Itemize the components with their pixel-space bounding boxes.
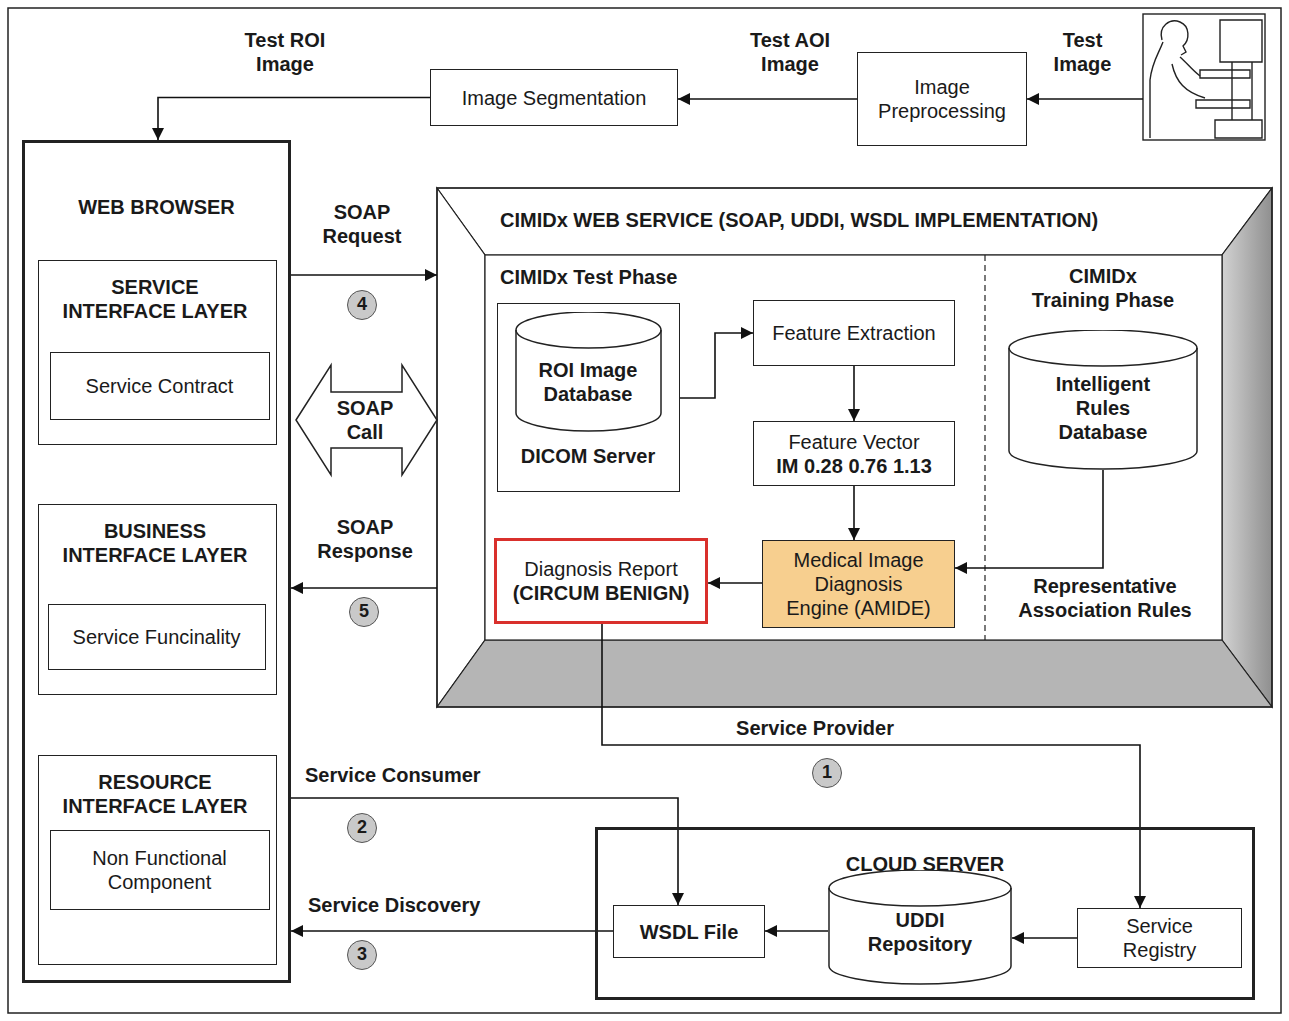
web-service-frame: CIMIDx WEB SERVICE (SOAP, UDDI, WSDL IMP…: [437, 188, 1272, 707]
node-text: IM 0.28 0.76 1.13: [776, 454, 932, 478]
layer-box: BUSINESS INTERFACE LAYER Service Funcinal…: [38, 504, 277, 695]
node-title: WSDL File: [640, 920, 739, 944]
component-box: Non Functional Component: [50, 830, 270, 910]
callout-number: 2: [347, 813, 377, 843]
process-box: Image Preprocessing: [857, 52, 1027, 146]
component-box: Service Contract: [50, 352, 270, 420]
connector-arrow: [291, 274, 437, 276]
node-title: SERVICE INTERFACE LAYER: [55, 275, 255, 323]
cylinder-rim: [829, 888, 1011, 906]
node-title: WEB BROWSER: [25, 195, 288, 219]
node-title: RESOURCE INTERFACE LAYER: [55, 770, 255, 818]
cylinder-rim: [1009, 348, 1197, 366]
input-arrow: [1027, 98, 1143, 100]
phase-label: CIMIDx Test Phase: [500, 265, 760, 289]
callout-number: 3: [347, 940, 377, 970]
cylinder-body: [516, 312, 661, 431]
cloud-container: CLOUD SERVERWSDL FileUDDI RepositoryServ…: [595, 827, 1255, 1000]
database-cylinder: Intelligent Rules Database: [1008, 330, 1198, 470]
node-title: Service Funcinality: [73, 625, 241, 649]
report-box: Diagnosis Report(CIRCUM BENIGN): [494, 538, 708, 624]
web-service-frame: [437, 188, 1272, 707]
node-title: Image Preprocessing: [866, 75, 1018, 123]
data-box: Feature VectorIM 0.28 0.76 1.13: [753, 421, 955, 486]
edge-label: Service Discovery: [308, 893, 568, 917]
process-box: Feature Extraction: [753, 300, 955, 366]
connector-arrow: [853, 486, 855, 540]
edge-label: Test ROI Image: [220, 28, 350, 76]
edge-label: Representative Association Rules: [995, 574, 1215, 622]
edge-label: Service Consumer: [305, 763, 565, 787]
layer-box: SERVICE INTERFACE LAYER Service Contract: [38, 260, 277, 445]
connector-arrow: [291, 798, 678, 905]
node-title: Service Contract: [86, 374, 234, 398]
node-text: (CIRCUM BENIGN): [513, 581, 690, 605]
node-title: Diagnosis Report: [524, 557, 677, 581]
node-title: Feature Vector: [788, 430, 919, 454]
layer-box: RESOURCE INTERFACE LAYER Non Functional C…: [38, 755, 277, 965]
connector-arrow: [158, 98, 430, 141]
input-label: Test Image: [1035, 28, 1130, 76]
registry-box: Service Registry: [1077, 908, 1242, 968]
phase-label: CIMIDx Training Phase: [1029, 264, 1177, 312]
edge-label: Service Provider: [715, 716, 915, 740]
engine-box: Medical Image Diagnosis Engine (AMIDE): [762, 540, 955, 628]
edge-label: SOAP Call: [333, 396, 397, 444]
edge-label: SOAP Request: [307, 200, 417, 248]
node-title: Medical Image Diagnosis Engine (AMIDE): [781, 548, 936, 620]
process-box: Image Segmentation: [430, 69, 678, 126]
cylinder-body: [1009, 330, 1197, 469]
component-box: Service Funcinality: [48, 604, 266, 670]
callout-number: 1: [812, 758, 842, 788]
node-title: BUSINESS INTERFACE LAYER: [55, 519, 255, 567]
callout-number: 4: [347, 290, 377, 320]
node-title: Intelligent Rules Database: [1038, 372, 1168, 444]
connector-arrow: [291, 587, 437, 589]
connector-arrow: [765, 930, 828, 932]
database-cylinder: ROI Image Database: [515, 312, 662, 432]
connector-arrow: [708, 582, 762, 584]
node-title: Image Segmentation: [462, 86, 647, 110]
cylinder-body: [829, 870, 1011, 984]
node-title: Feature Extraction: [772, 321, 935, 345]
file-box: WSDL File: [613, 905, 765, 958]
node-title: Service Registry: [1090, 914, 1229, 962]
connector-arrow: [678, 98, 857, 100]
connector-arrow: [853, 366, 855, 421]
database-cylinder: UDDI Repository: [828, 870, 1012, 985]
page-frame: [8, 8, 1281, 1013]
connector-arrow: [955, 470, 1103, 568]
connector-arrow: [1012, 937, 1077, 939]
cylinder-rim: [516, 330, 661, 348]
node-title: UDDI Repository: [860, 908, 980, 956]
node-title: DICOM Server: [498, 444, 678, 468]
soap-call-arrow: [296, 365, 437, 475]
node-title: CIMIDx WEB SERVICE (SOAP, UDDI, WSDL IMP…: [500, 208, 1220, 232]
mammography-illustration: [1143, 14, 1265, 140]
connector-arrow: [680, 333, 753, 398]
browser-container: WEB BROWSER SERVICE INTERFACE LAYER Servic…: [22, 140, 291, 983]
edge-label: SOAP Response: [300, 515, 430, 563]
server-box: DICOM Server ROI Image Database: [497, 303, 680, 492]
node-title: Non Functional Component: [59, 846, 261, 894]
edge-label: Test AOI Image: [735, 28, 845, 76]
callout-number: 5: [349, 597, 379, 627]
connector-arrow: [291, 930, 613, 932]
node-title: ROI Image Database: [515, 358, 662, 406]
